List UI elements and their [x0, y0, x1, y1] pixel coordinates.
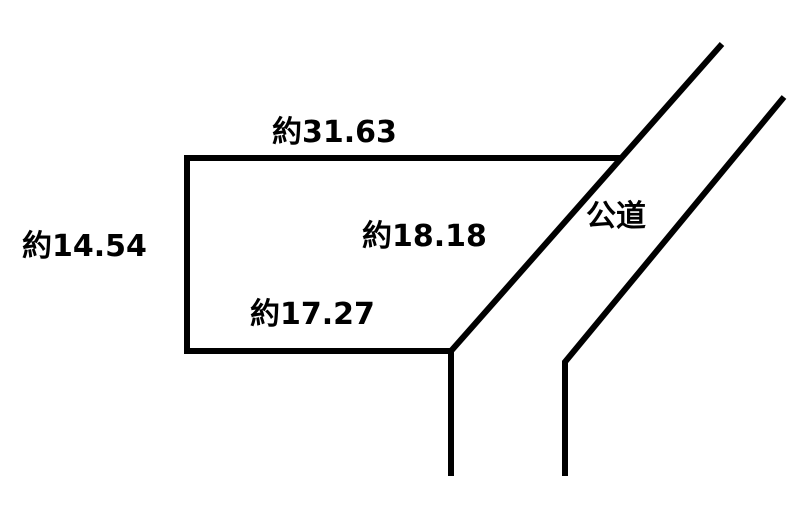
lot-boundary: [184, 155, 622, 354]
diagonal-edge-length-label: 約18.18: [362, 219, 487, 254]
top-edge-length-label: 約31.63: [272, 115, 397, 150]
left-edge-length-label: 約14.54: [22, 229, 147, 264]
bottom-edge-length-label: 約17.27: [250, 297, 375, 332]
road-left-edge: [448, 42, 725, 476]
road-right-edge: [562, 95, 787, 476]
public-road-label: 公道: [586, 199, 646, 234]
